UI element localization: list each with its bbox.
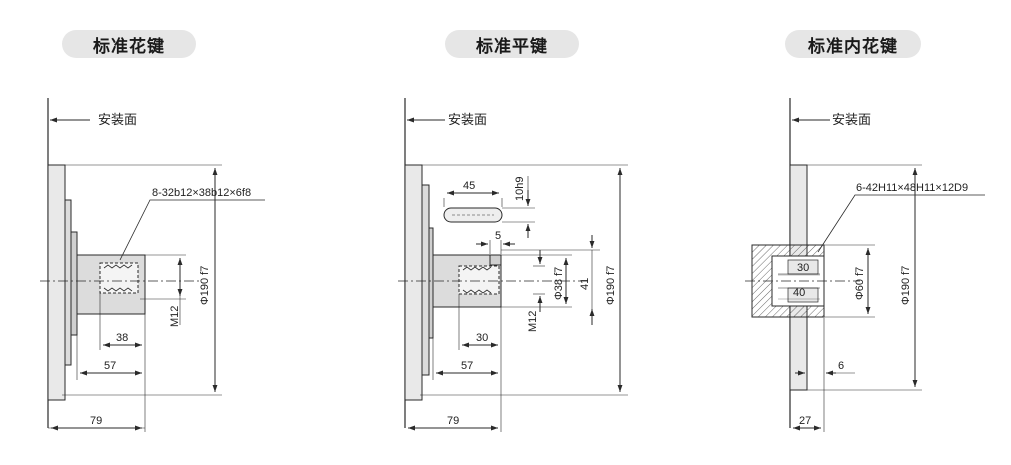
m12-label-1: M12 — [169, 306, 181, 327]
dim-45-label: 45 — [463, 180, 475, 192]
mount-face-label-2: 安装面 — [448, 113, 487, 128]
flat-key-drawing — [398, 98, 628, 432]
title-spline: 标准花键 — [62, 30, 196, 58]
dim-27-label: 27 — [799, 415, 811, 427]
mount-face-label-1: 安装面 — [98, 113, 137, 128]
dim-38-label: 38 — [116, 332, 128, 344]
dim-79-label-2: 79 — [447, 415, 459, 427]
internal-spline-drawing — [745, 98, 985, 432]
title-flat-key: 标准平键 — [445, 30, 579, 58]
spline-drawing — [40, 98, 265, 432]
dim-30-label-3: 30 — [797, 262, 809, 274]
dim-57-label-2: 57 — [461, 360, 473, 372]
dim-41-label: 41 — [579, 278, 591, 290]
title-internal-spline: 标准内花键 — [785, 30, 921, 58]
spline-spec-label: 8-32b12×38b12×6f8 — [152, 187, 251, 199]
mount-face-label-3: 安装面 — [832, 113, 871, 128]
phi190-label-3: Φ190 f7 — [900, 266, 912, 305]
phi60-label: Φ60 f7 — [854, 267, 866, 300]
phi190-label-2: Φ190 f7 — [605, 266, 617, 305]
phi190-label-1: Φ190 f7 — [199, 266, 211, 305]
dim-30-label-2: 30 — [476, 332, 488, 344]
phi38-label: Φ38 f7 — [553, 267, 565, 300]
dim-40-label: 40 — [793, 287, 805, 299]
dim-5-label: 5 — [495, 230, 501, 242]
dim-79-label-1: 79 — [90, 415, 102, 427]
internal-spline-spec-label: 6-42H11×48H11×12D9 — [856, 182, 968, 194]
m12-label-2: M12 — [527, 311, 539, 332]
dim-57-label-1: 57 — [104, 360, 116, 372]
dim-6-label: 6 — [838, 360, 844, 372]
dim-10h9-label: 10h9 — [514, 177, 526, 201]
